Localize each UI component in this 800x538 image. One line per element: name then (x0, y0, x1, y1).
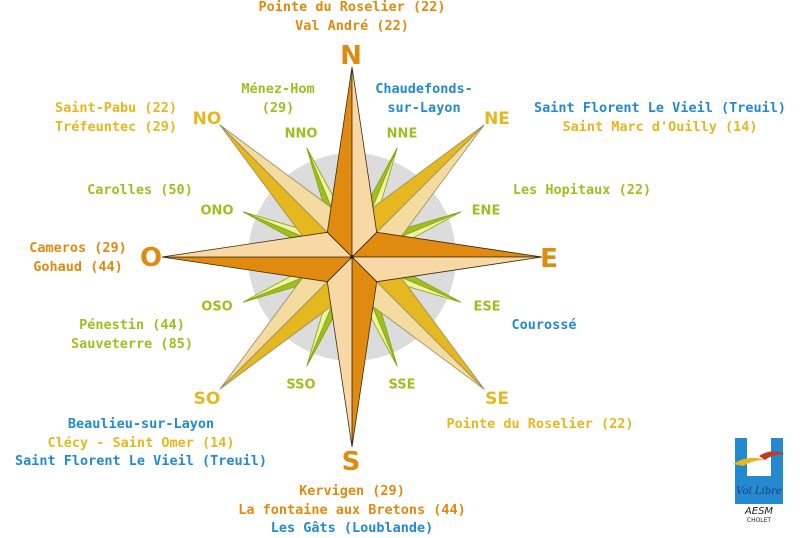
direction-n: N (340, 41, 362, 71)
sites-n: Pointe du Roselier (22) Val André (22) (240, 0, 464, 35)
sites-nno: Ménez-Hom (29) (228, 80, 328, 117)
site-name: Pointe du Roselier (22) (258, 0, 446, 15)
site-name: Val André (22) (295, 17, 409, 34)
sites-ne: Saint Florent Le Vieil (Treuil) Saint Ma… (518, 99, 800, 136)
direction-se: SE (485, 389, 509, 409)
site-name: Saint-Pabu (22) (55, 100, 177, 116)
direction-oso: OSO (201, 299, 233, 315)
sites-se: Pointe du Roselier (22) (430, 415, 650, 434)
direction-e: E (540, 244, 558, 274)
site-name: Gohaud (44) (33, 258, 123, 275)
site-name: Saint Florent Le Vieil (Treuil) (534, 100, 786, 116)
point-o-right (161, 231, 353, 258)
direction-nno: NNO (284, 126, 318, 142)
site-name: Kervigen (29) (299, 483, 405, 499)
site-name: Beaulieu-sur-Layon (67, 416, 215, 432)
direction-ene: ENE (471, 203, 501, 219)
site-name: Les Gâts (Loublande) (270, 520, 434, 536)
site-name: sur-Layon (387, 99, 461, 116)
direction-so: SO (193, 389, 221, 409)
sites-ese: Courossé (500, 316, 588, 335)
sites-so: Beaulieu-sur-Layon Clécy - Saint Omer (1… (0, 415, 282, 471)
site-name: Cameros (29) (29, 240, 127, 256)
site-name: Sauveterre (85) (71, 335, 193, 352)
site-name: (29) (261, 99, 295, 116)
club-logo: Vol Libre AESM CHOLET (733, 438, 785, 524)
sites-ene: Les Hopitaux (22) (502, 181, 662, 200)
direction-sso: SSO (286, 377, 316, 393)
site-name: Ménez-Hom (241, 81, 315, 97)
direction-ne: NE (484, 109, 510, 129)
site-name: La fontaine aux Bretons (44) (238, 501, 466, 518)
paraglider-icon (733, 457, 765, 466)
site-name: Chaudefonds- (375, 81, 473, 97)
hang-glider-icon (759, 451, 785, 460)
direction-s: S (341, 447, 361, 477)
direction-no: NO (192, 109, 222, 129)
site-name: Clécy - Saint Omer (14) (47, 434, 235, 451)
site-name: Saint Marc d'Ouilly (14) (562, 118, 758, 135)
site-name: Pointe du Roselier (22) (446, 416, 634, 432)
direction-nne: NNE (386, 126, 418, 142)
rose-center (350, 255, 354, 259)
site-name: Tréfeuntec (29) (55, 118, 177, 135)
site-name: Saint Florent Le Vieil (Treuil) (15, 453, 267, 469)
direction-o: O (139, 243, 163, 273)
site-name: Les Hopitaux (22) (512, 182, 652, 198)
sites-o: Cameros (29) Gohaud (44) (14, 239, 142, 276)
sites-nne: Chaudefonds- sur-Layon (362, 80, 486, 117)
site-name: Pénestin (44) (79, 317, 185, 333)
logo-brand: AESM (744, 506, 774, 517)
logo-text: Vol Libre (736, 486, 782, 497)
sites-oso: Pénestin (44) Sauveterre (85) (56, 316, 208, 353)
sites-ono: Carolles (50) (72, 181, 208, 200)
sites-no: Saint-Pabu (22) Tréfeuntec (29) (40, 99, 192, 136)
direction-sse: SSE (388, 377, 416, 393)
direction-ese: ESE (473, 299, 501, 315)
site-name: Carolles (50) (87, 182, 193, 198)
sites-s: Kervigen (29) La fontaine aux Bretons (4… (220, 482, 484, 538)
site-name: Courossé (511, 317, 577, 333)
direction-ono: ONO (200, 203, 234, 219)
intercardinal-points-layer (219, 124, 485, 390)
cardinal-points-layer (161, 66, 543, 448)
logo-city: CHOLET (747, 517, 772, 524)
